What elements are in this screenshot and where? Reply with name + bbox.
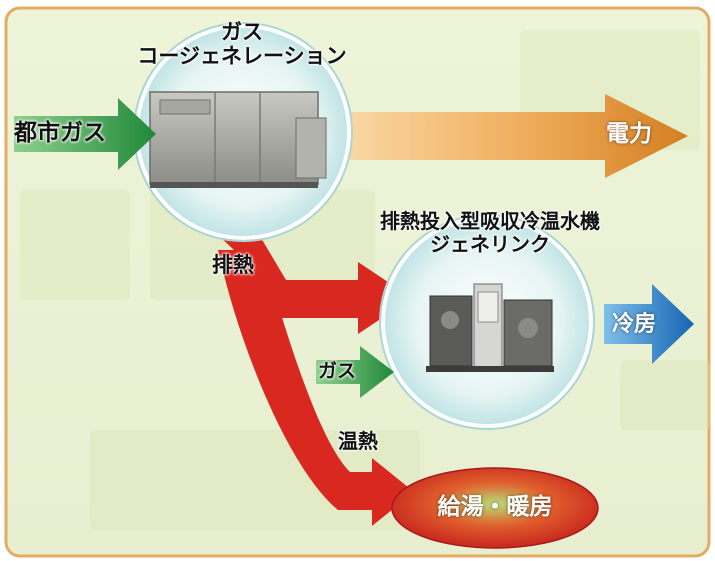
exhaust-heat-label: 排熱 [212, 253, 254, 277]
electricity-arrow [300, 94, 688, 178]
chiller-title-line1: 排熱投入型吸収冷温水機 [380, 209, 600, 233]
gas-arrow [316, 346, 394, 398]
gas-engine-unit-icon [149, 91, 327, 188]
city-gas-arrow [14, 98, 156, 170]
chiller-title-line2: ジェネリンク [430, 232, 550, 256]
warm-heat-label: 温熱 [338, 429, 378, 453]
cogeneration-title-line2: コージェネレーション [137, 44, 347, 69]
cooling-arrow [604, 284, 694, 364]
cogeneration-title-line1: ガス [221, 20, 263, 44]
gas-label: ガス [318, 360, 357, 382]
cooling-label: 冷房 [612, 312, 657, 337]
chiller-title: 排熱投入型吸収冷温水機 ジェネリンク [330, 210, 650, 256]
cogeneration-title: ガス コージェネレーション [112, 20, 372, 68]
hot-water-ellipse [391, 467, 599, 549]
exhaust-heat-arrow [198, 216, 414, 526]
city-gas-label: 都市ガス [14, 120, 106, 146]
electricity-label: 電力 [606, 121, 652, 147]
absorption-chiller-unit-icon [426, 283, 554, 372]
hot-water-label: 給湯・暖房 [437, 494, 553, 520]
